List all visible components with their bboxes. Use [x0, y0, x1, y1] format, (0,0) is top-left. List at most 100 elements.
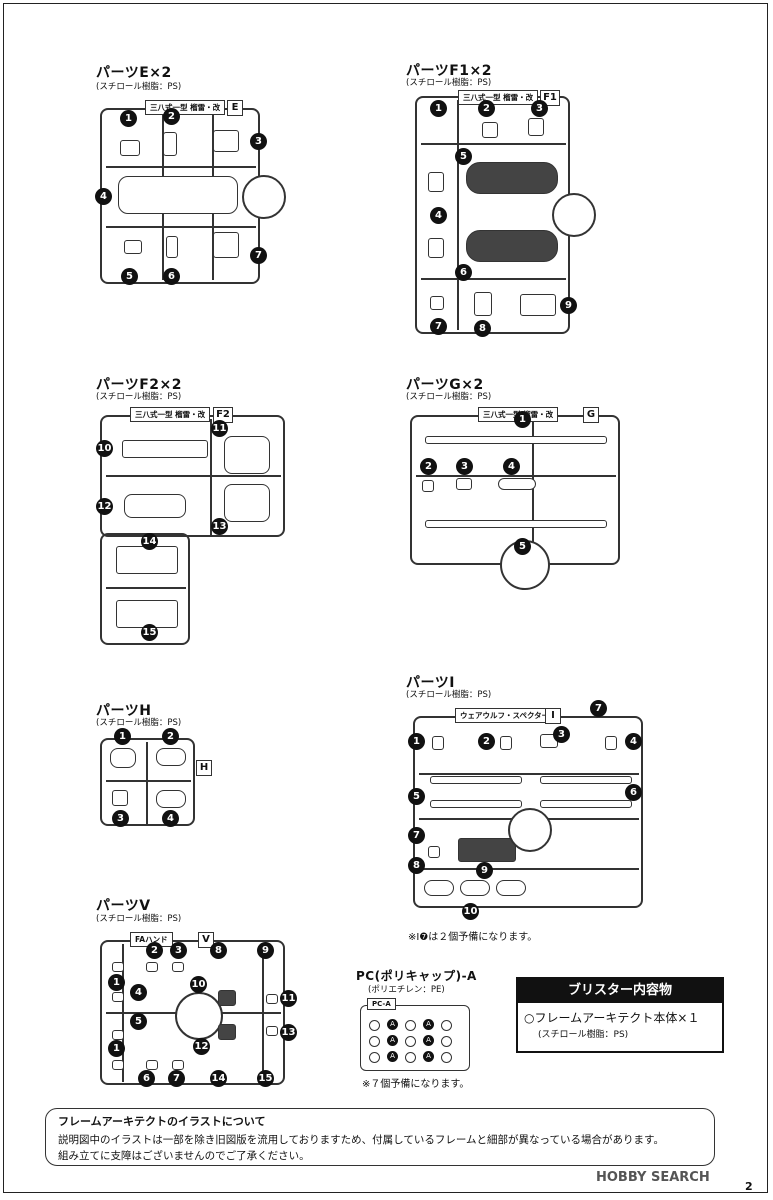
part-i5 — [430, 776, 522, 784]
parts-e-title: パーツE×2 — [96, 65, 172, 81]
label-e1: 1 — [120, 110, 137, 127]
part-v-l — [172, 1060, 184, 1070]
label-i2: 2 — [478, 733, 495, 750]
part-e1 — [120, 140, 140, 156]
part-g4 — [498, 478, 536, 490]
part-i6 — [540, 776, 632, 784]
part-e7 — [213, 232, 239, 258]
part-f2-15 — [116, 600, 178, 628]
label-h1: 1 — [114, 728, 131, 745]
part-i10c — [496, 880, 526, 896]
part-v-e — [146, 962, 158, 972]
label-g1: 1 — [514, 411, 531, 428]
part-f2-13 — [224, 484, 270, 522]
pc-note: ※７個予備になります。 — [362, 1079, 470, 1090]
parts-g-title: パーツG×2 — [406, 377, 484, 393]
runner-v-letter: V — [198, 932, 214, 948]
parts-v-title: パーツV — [96, 898, 151, 914]
label-e7: 7 — [250, 247, 267, 264]
label-e6: 6 — [163, 268, 180, 285]
part-i10a — [424, 880, 454, 896]
runner-e-tag: 三八式一型 榴雷・改 — [145, 100, 226, 115]
label-v1a: 1 — [108, 974, 125, 991]
label-i4: 4 — [625, 733, 642, 750]
runner-pc: PC-A A A A A A A — [360, 998, 470, 1071]
part-v-k — [146, 1060, 158, 1070]
part-g1b — [425, 520, 607, 528]
parts-g-material: (スチロール樹脂：PS) — [406, 392, 492, 402]
parts-i-note: ※I❼は２個予備になります。 — [408, 932, 538, 943]
label-v4: 4 — [130, 984, 147, 1001]
label-v12: 12 — [193, 1038, 210, 1055]
blister-material: (スチロール樹脂：PS) — [538, 1030, 629, 1040]
part-e3 — [213, 130, 239, 152]
part-i2 — [500, 736, 512, 750]
notice-line-2: 組み立てに支障はございませんのでご了承ください。 — [58, 1150, 310, 1162]
part-f2-10 — [122, 440, 208, 458]
part-v-j — [266, 1026, 278, 1036]
label-f2-15: 15 — [141, 624, 158, 641]
runner-f1-notch — [552, 193, 596, 237]
part-f2-11 — [224, 436, 270, 474]
part-e5 — [124, 240, 142, 254]
part-g3 — [456, 478, 472, 490]
label-v1b: 1 — [108, 1040, 125, 1057]
part-v-a — [112, 962, 124, 972]
part-v-c — [112, 1030, 124, 1040]
part-f1-6 — [466, 230, 558, 262]
label-g2: 2 — [420, 458, 437, 475]
label-g3: 3 — [456, 458, 473, 475]
runner-i-letter: I — [545, 708, 561, 724]
notice-line-1: 説明図中のイラストは一部を除き旧図版を流用しておりますため、付属しているフレーム… — [58, 1134, 664, 1146]
notice-title: フレームアーキテクトのイラストについて — [58, 1115, 266, 1128]
label-g5: 5 — [514, 538, 531, 555]
part-i6b — [540, 800, 632, 808]
label-f2-11: 11 — [211, 420, 228, 437]
label-f1-6: 6 — [455, 264, 472, 281]
label-i5: 5 — [408, 788, 425, 805]
part-f2-14 — [116, 546, 178, 574]
label-e4: 4 — [95, 188, 112, 205]
part-v-g — [218, 990, 236, 1006]
parts-i-material: (スチロール樹脂：PS) — [406, 690, 492, 700]
label-i1: 1 — [408, 733, 425, 750]
part-f1-3 — [528, 118, 544, 136]
label-i3: 3 — [553, 726, 570, 743]
parts-f2-title: パーツF2×2 — [96, 377, 182, 393]
label-i9: 9 — [476, 862, 493, 879]
part-h3 — [112, 790, 128, 806]
watermark: HOBBY SEARCH — [596, 1170, 710, 1185]
label-f1-8: 8 — [474, 320, 491, 337]
label-h2: 2 — [162, 728, 179, 745]
part-i10b — [460, 880, 490, 896]
label-f1-5: 5 — [455, 148, 472, 165]
runner-e-notch — [242, 175, 286, 219]
runner-pc-tag: PC-A — [367, 998, 396, 1010]
part-i9 — [458, 838, 516, 862]
label-v8: 8 — [210, 942, 227, 959]
runner-i-notch — [508, 808, 552, 852]
blister-contents: ブリスター内容物 ○フレームアーキテクト本体×１ (スチロール樹脂：PS) — [516, 977, 724, 1053]
label-v3: 3 — [170, 942, 187, 959]
part-v-f — [172, 962, 184, 972]
label-e2: 2 — [163, 108, 180, 125]
runner-i-tag: ウェアウルフ・スペクター — [455, 708, 555, 723]
label-i10: 10 — [462, 903, 479, 920]
parts-f1-material: (スチロール樹脂：PS) — [406, 78, 492, 88]
part-e2 — [163, 132, 177, 156]
part-f1-2 — [482, 122, 498, 138]
parts-f1-title: パーツF1×2 — [406, 63, 492, 79]
page-number: 2 — [745, 1180, 753, 1193]
label-v14: 14 — [210, 1070, 227, 1087]
part-v-i — [266, 994, 278, 1004]
label-f1-1: 1 — [430, 100, 447, 117]
label-i7-top: 7 — [590, 700, 607, 717]
label-f1-9: 9 — [560, 297, 577, 314]
part-f1-8 — [474, 292, 492, 316]
parts-f2-material: (スチロール樹脂：PS) — [96, 392, 182, 402]
label-v6: 6 — [138, 1070, 155, 1087]
label-f2-10: 10 — [96, 440, 113, 457]
label-f1-4: 4 — [430, 207, 447, 224]
part-i5b — [430, 800, 522, 808]
part-g2 — [422, 480, 434, 492]
